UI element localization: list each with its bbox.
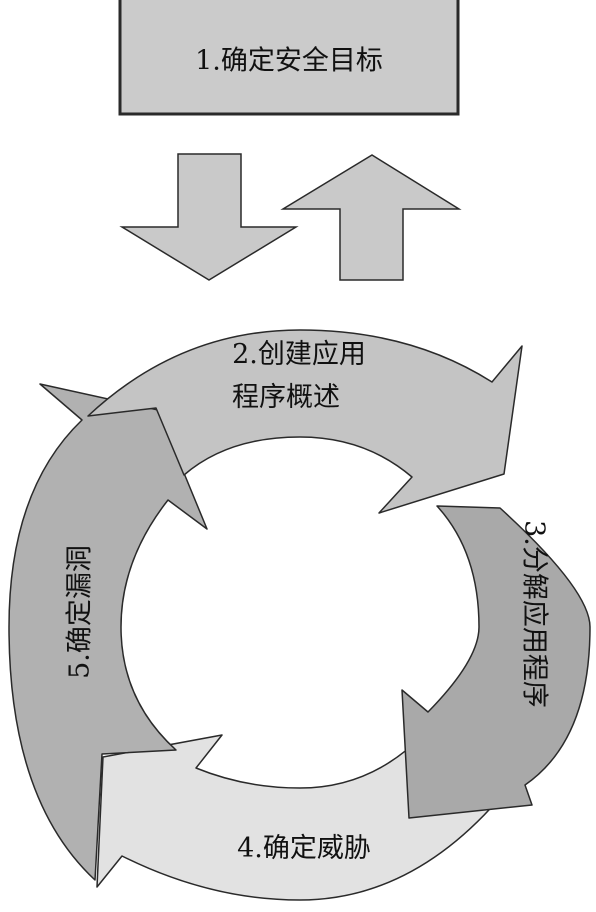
cycle-ring xyxy=(8,329,591,901)
step3-label: 3.分解应用程序 xyxy=(519,520,550,708)
segment-step4 xyxy=(96,734,499,901)
segment-step2 xyxy=(87,329,523,514)
segment-step3 xyxy=(401,505,591,819)
step5-label: 5.确定漏洞 xyxy=(65,545,96,679)
up-arrow-icon xyxy=(280,154,462,281)
down-arrow-icon xyxy=(119,153,299,281)
step2-label-line2: 程序概述 xyxy=(232,382,340,413)
segment-step5 xyxy=(8,383,208,881)
step2-label-line1: 2.创建应用 xyxy=(232,339,366,370)
step4-label: 4.确定威胁 xyxy=(237,833,371,864)
goal-box-label: 1.确定安全目标 xyxy=(195,46,383,77)
goal-box xyxy=(118,0,460,116)
